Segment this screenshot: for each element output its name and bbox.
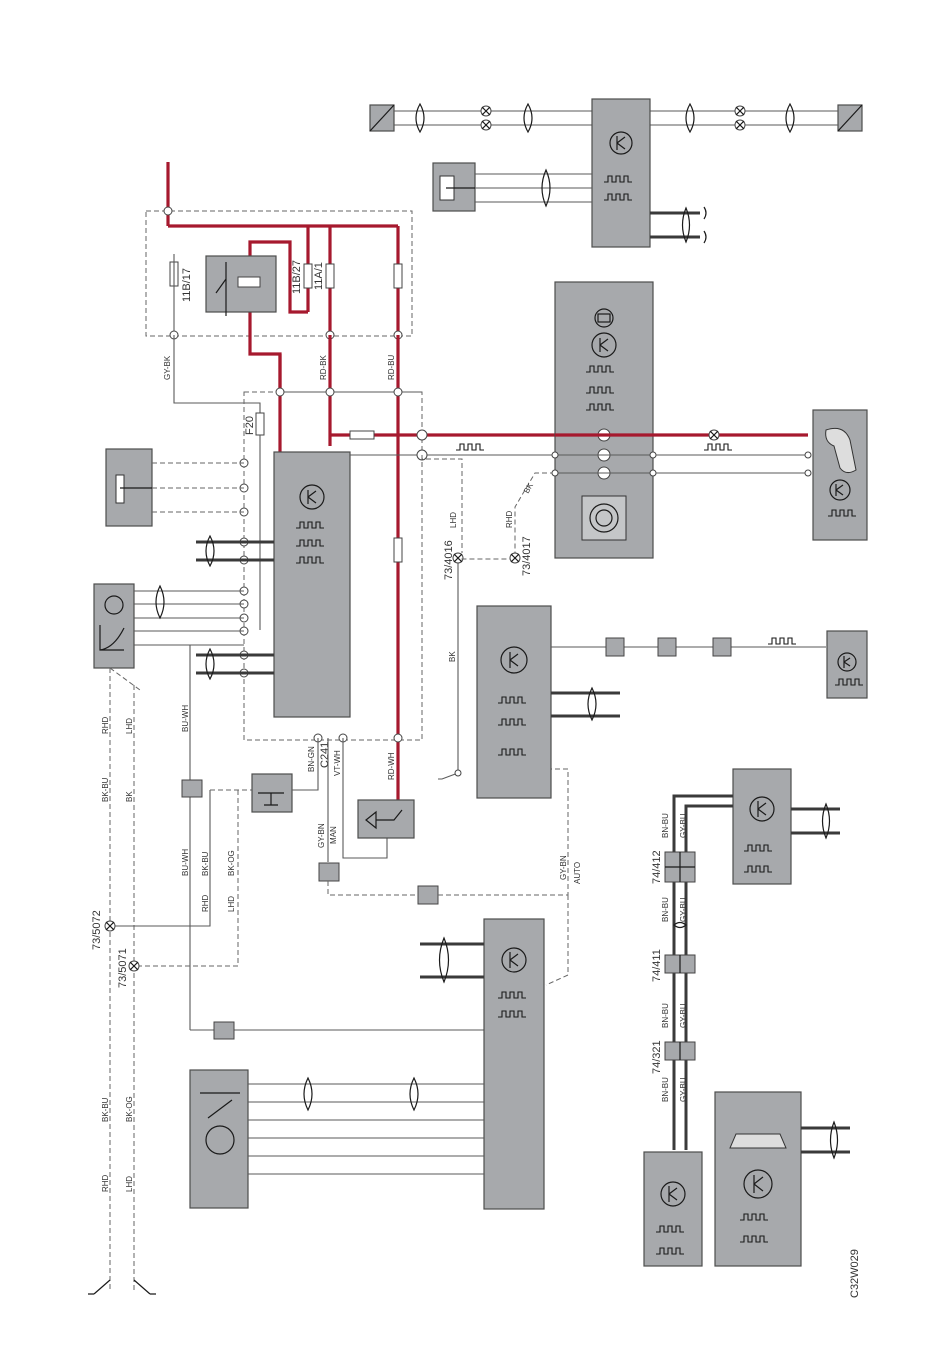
- conn-74321-label: 74/321: [651, 1040, 663, 1074]
- wire-gy-bn-man-label: GY-BN: [317, 823, 326, 848]
- label-lhd-bottom: LHD: [125, 1176, 134, 1192]
- wire-bn-gn-label: BN-GN: [307, 746, 316, 772]
- wire-bk-bu-bottom-label: BK-BU: [101, 1097, 110, 1122]
- splice-5071-label: 73/5071: [117, 948, 129, 988]
- label-lhd-left1: LHD: [125, 718, 134, 734]
- splice-4017-label: 73/4017: [521, 536, 533, 576]
- wire-bk-og-mid-label: BK-OG: [227, 850, 236, 876]
- wire-bk-og-bottom-label: BK-OG: [125, 1096, 134, 1122]
- module-right-mid: [477, 606, 867, 798]
- wire-gy-bk-label: GY-BK: [163, 355, 172, 380]
- splice-5072-label: 73/5072: [91, 910, 103, 950]
- can-bus-top: [370, 99, 862, 247]
- connector-c241-label: C241: [319, 742, 331, 768]
- wire-bn-bu-4-label: BN-BU: [661, 1077, 670, 1102]
- splice-4016-label: 73/4016: [443, 540, 455, 580]
- module-right-center: [552, 282, 811, 558]
- wire-bn-bu-2-label: BN-BU: [661, 897, 670, 922]
- wire-bk-mid-label: BK: [448, 651, 457, 662]
- label-rhd-bottom: RHD: [101, 1174, 110, 1192]
- fuse-f20-label: F20: [244, 416, 256, 435]
- fuse-11b17-label: 11B/17: [181, 268, 193, 302]
- wire-gy-bu-2-label: GY-BU: [679, 897, 688, 922]
- wire-bk-bu-left1-label: BK-BU: [101, 777, 110, 802]
- wire-bk-left1-label: BK: [125, 791, 134, 802]
- module-right-hand: [813, 410, 867, 540]
- conn-74412-label: 74/412: [651, 850, 663, 884]
- wire-bn-bu-3-label: BN-BU: [661, 1003, 670, 1028]
- label-man: MAN: [329, 826, 338, 844]
- diagram-id: C32W029: [849, 1249, 861, 1298]
- wire-rd-bu-label: RD-BU: [387, 354, 396, 380]
- wire-rd-bk-label: RD-BK: [319, 354, 328, 380]
- fuse-11b27-label: 11B/27: [291, 260, 303, 294]
- wire-gy-bu-1-label: GY-BU: [679, 813, 688, 838]
- fuse-11a1-label: 11A/1: [313, 262, 325, 290]
- wire-vt-wh-label: VT-WH: [333, 750, 342, 776]
- thick-wires-left: [196, 536, 244, 679]
- module-lower-center: [190, 919, 544, 1209]
- left-side-wires: RHD LHD BU-WH BK-BU BK BU-WH BK-BU BK-OG…: [88, 645, 484, 1294]
- module-top-right: [592, 99, 650, 247]
- label-lhd-top: LHD: [449, 512, 458, 528]
- wire-bn-bu-1-label: BN-BU: [661, 813, 670, 838]
- wire-gy-bu-3-label: GY-BU: [679, 1003, 688, 1028]
- label-auto: AUTO: [573, 862, 582, 884]
- label-lhd-mid: LHD: [227, 896, 236, 912]
- wire-gy-bu-4-label: GY-BU: [679, 1077, 688, 1102]
- wire-bk-bu-mid-label: BK-BU: [201, 851, 210, 876]
- wire-bk-rhd-label: BK: [522, 481, 535, 495]
- wire-gy-bn-auto-label: GY-BN: [559, 855, 568, 880]
- label-rhd-top: RHD: [505, 510, 514, 528]
- wire-bu-wh-top-label: BU-WH: [181, 705, 190, 732]
- conn-74411-label: 74/411: [651, 949, 663, 982]
- wire-rd-wh-label: RD-WH: [387, 752, 396, 780]
- label-rhd-left1: RHD: [101, 716, 110, 734]
- can-chain-bottom-right: BN-BU GY-BU 74/412 BN-BU GY-BU 74/411 BN…: [644, 769, 850, 1266]
- wire-bu-wh-mid-label: BU-WH: [181, 849, 190, 876]
- label-rhd-mid: RHD: [201, 894, 210, 912]
- pot-sensor-left: [106, 449, 244, 526]
